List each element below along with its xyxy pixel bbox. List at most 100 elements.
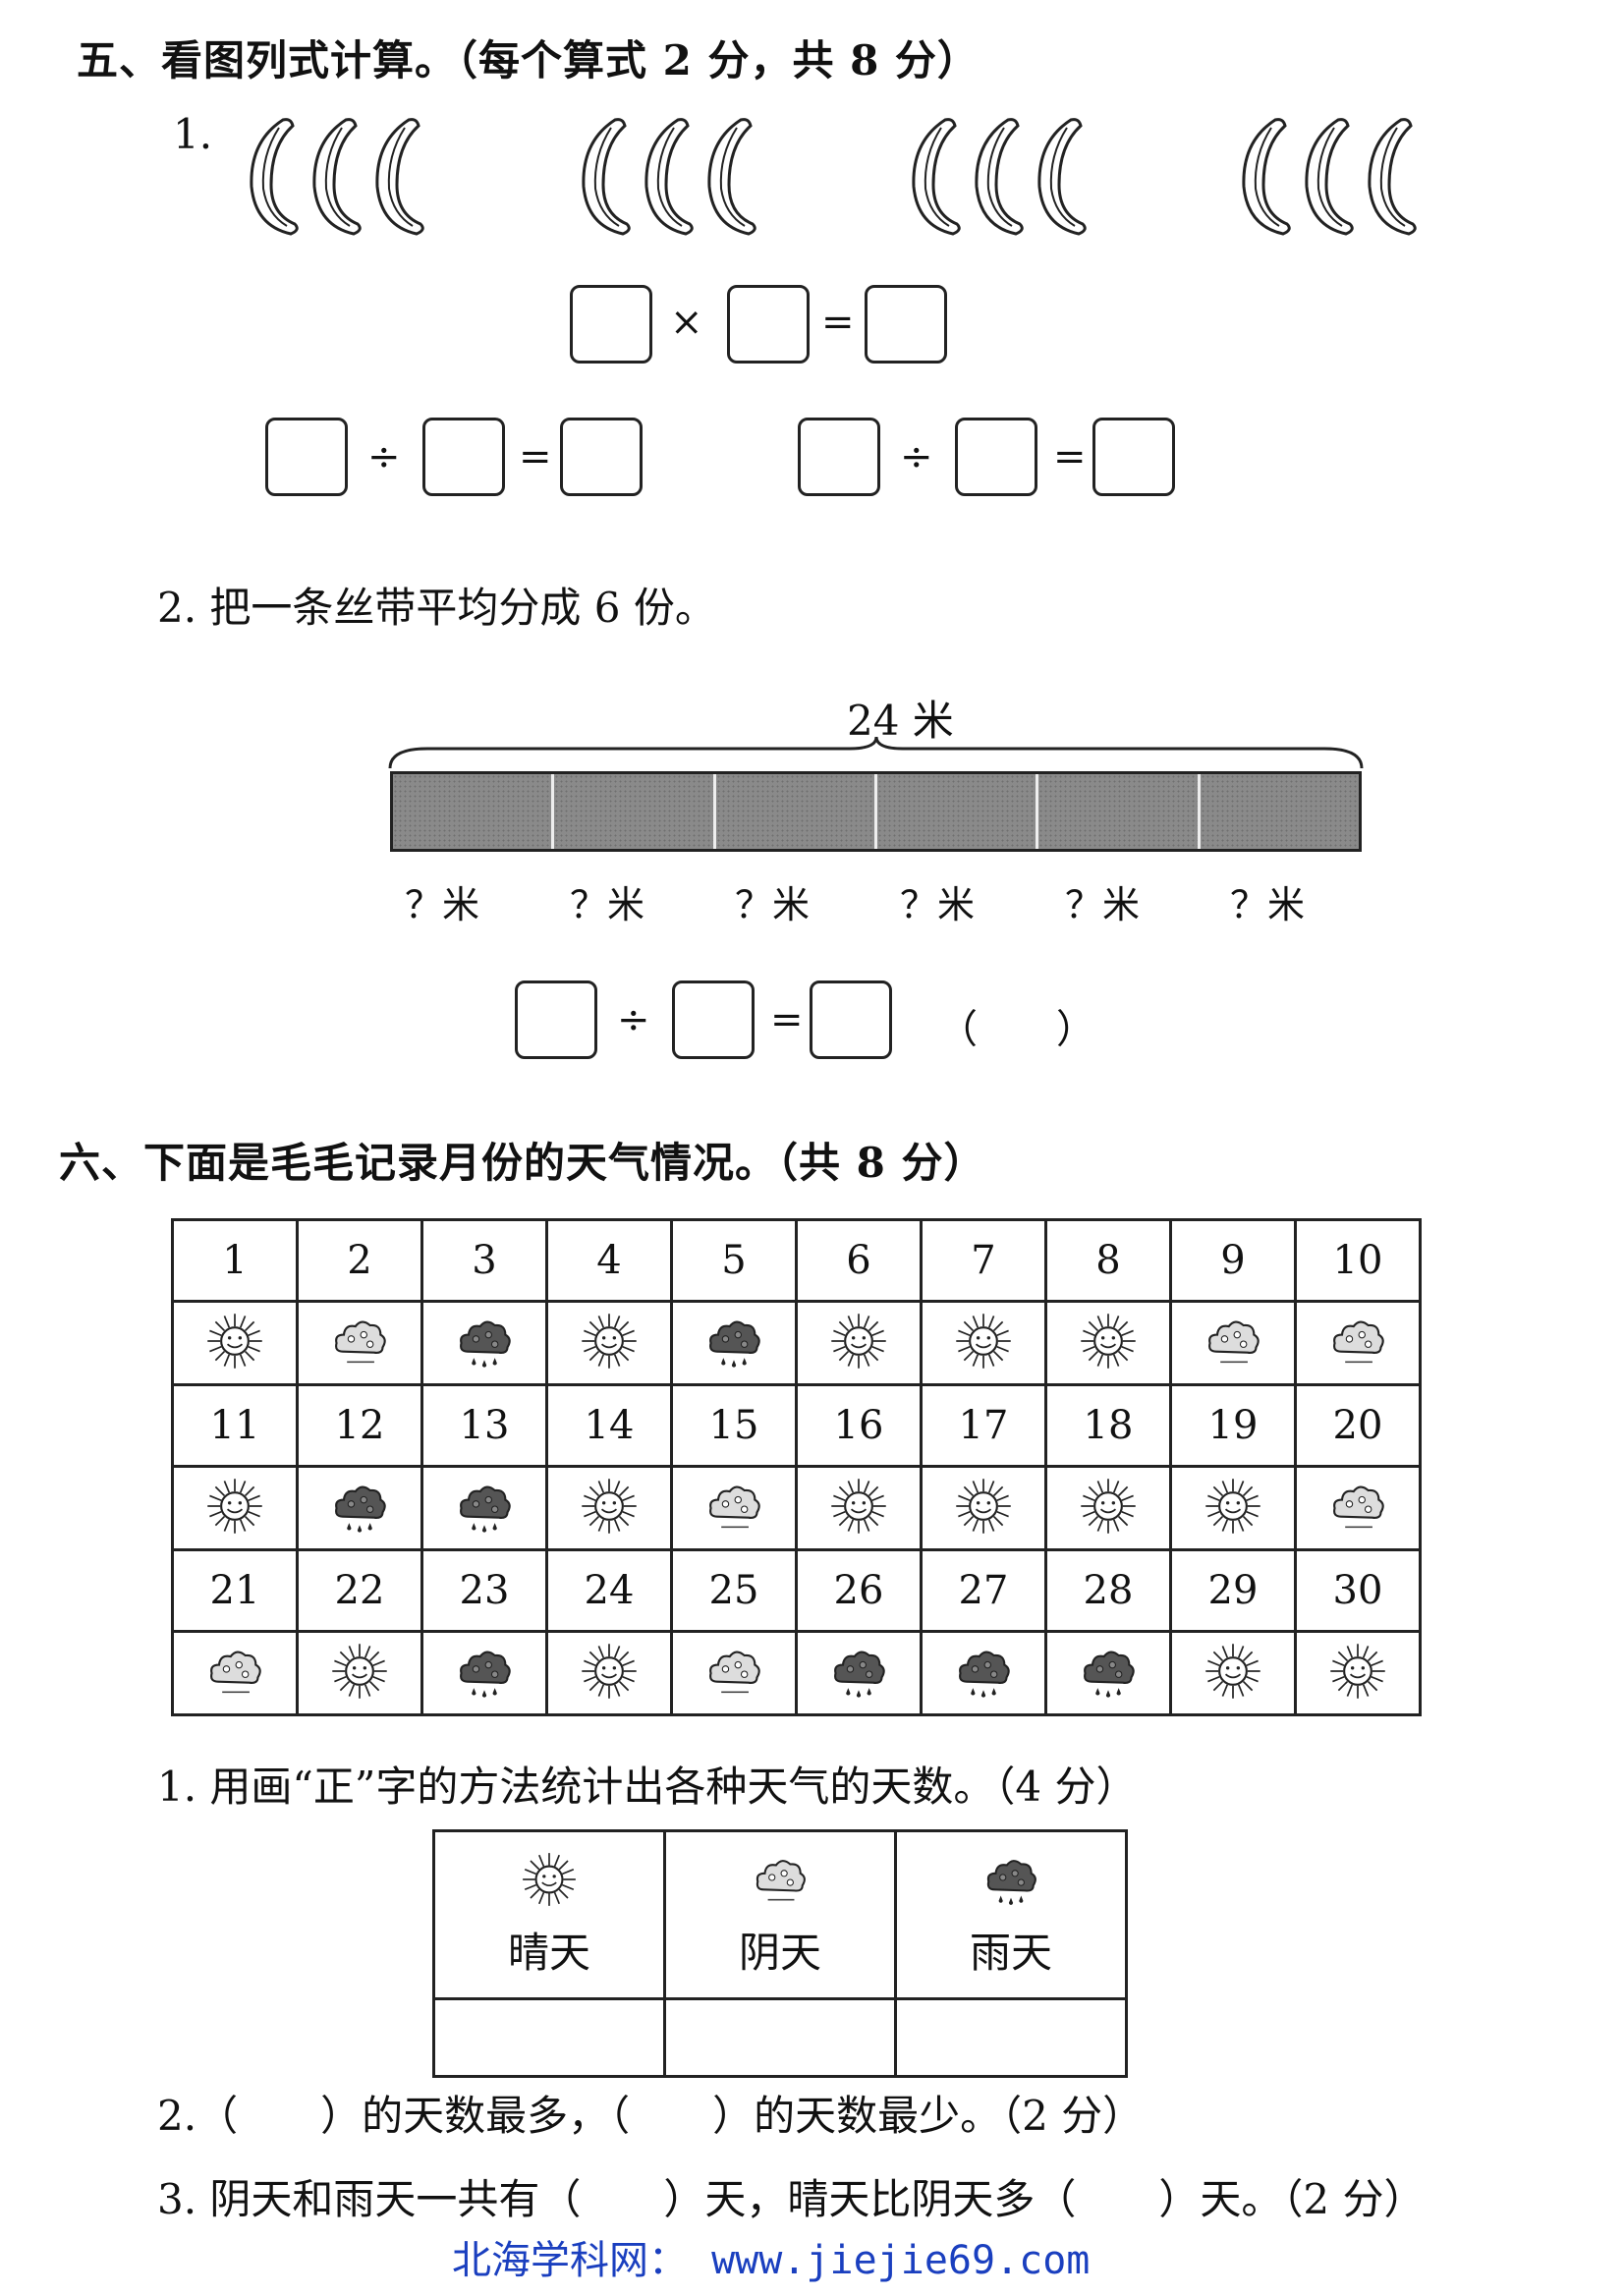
equals-sign: =	[1053, 434, 1087, 479]
answer-box[interactable]	[422, 418, 505, 496]
answer-box[interactable]	[515, 980, 597, 1059]
answer-box[interactable]	[560, 418, 643, 496]
day-weather-cell	[920, 1300, 1047, 1386]
day-number-cell: 21	[171, 1548, 299, 1633]
answer-box[interactable]	[570, 285, 652, 364]
sun-icon	[578, 1644, 641, 1707]
day-number-cell: 16	[795, 1383, 923, 1468]
section5-heading: 五、看图列式计算。（每个算式 2 分，共 8 分）	[77, 36, 980, 84]
banana-icon	[631, 116, 701, 240]
day-number-cell: 27	[920, 1548, 1047, 1633]
answer-box[interactable]	[955, 418, 1037, 496]
tally-header-cloudy: 阴天	[663, 1829, 897, 2000]
answer-box[interactable]	[865, 285, 947, 364]
equals-sign: =	[770, 997, 804, 1042]
tally-label: 晴天	[507, 1929, 590, 1977]
day-weather-cell	[1044, 1300, 1172, 1386]
rain-cloud-icon	[1077, 1651, 1140, 1707]
tally-label: 阴天	[738, 1929, 821, 1977]
day-weather-cell	[171, 1465, 299, 1551]
answer-box[interactable]	[810, 980, 892, 1059]
day-weather-cell	[296, 1300, 423, 1386]
tally-cell-sunny[interactable]	[432, 1997, 666, 2078]
sun-icon	[827, 1314, 890, 1376]
q3-text: 3. 阴天和雨天一共有（ ）天，晴天比阴天多（ ）天。（2 分）	[157, 2175, 1426, 2223]
tally-header-rainy: 雨天	[894, 1829, 1128, 2000]
banana-icon	[898, 116, 969, 240]
ribbon-bar	[390, 771, 1362, 852]
ribbon-segment	[393, 774, 555, 849]
day-number-cell: 5	[670, 1218, 798, 1303]
rain-cloud-icon	[827, 1651, 890, 1707]
day-weather-cell	[1294, 1300, 1422, 1386]
day-weather-cell	[920, 1465, 1047, 1551]
day-number-cell: 7	[920, 1218, 1047, 1303]
day-number-cell: 12	[296, 1383, 423, 1468]
banana-icon	[299, 116, 369, 240]
day-weather-cell	[670, 1630, 798, 1716]
day-number-cell: 13	[420, 1383, 548, 1468]
ribbon-segment	[876, 774, 1039, 849]
day-weather-cell	[795, 1300, 923, 1386]
day-number-cell: 19	[1169, 1383, 1297, 1468]
segment-label: ？米	[1230, 883, 1306, 926]
cloud-icon	[666, 1849, 894, 1920]
day-weather-cell	[296, 1465, 423, 1551]
day-number-cell: 24	[545, 1548, 673, 1633]
sun-icon	[952, 1314, 1015, 1376]
day-weather-cell	[1294, 1465, 1422, 1551]
ribbon-segment	[1038, 774, 1201, 849]
answer-box[interactable]	[672, 980, 755, 1059]
ribbon-segment	[1200, 774, 1359, 849]
tally-cell-cloudy[interactable]	[663, 1997, 897, 2078]
day-number-cell: 6	[795, 1218, 923, 1303]
day-weather-cell	[1294, 1630, 1422, 1716]
sun-icon	[203, 1314, 266, 1376]
day-number-cell: 25	[670, 1548, 798, 1633]
sun-icon	[952, 1479, 1015, 1541]
cloud-icon	[702, 1485, 765, 1541]
tally-cell-rainy[interactable]	[894, 1997, 1128, 2078]
banana-icon	[236, 116, 307, 240]
segment-label: ？米	[900, 883, 976, 926]
divide-sign: ÷	[900, 434, 933, 479]
unit-parentheses[interactable]: （ ）	[938, 1007, 1095, 1052]
cloud-icon	[203, 1651, 266, 1707]
day-weather-cell	[420, 1300, 548, 1386]
rain-cloud-icon	[453, 1651, 516, 1707]
day-number-cell: 14	[545, 1383, 673, 1468]
sun-icon	[1326, 1644, 1389, 1707]
rain-cloud-icon	[453, 1320, 516, 1376]
day-weather-cell	[171, 1630, 299, 1716]
tally-header-sunny: 晴天	[432, 1829, 666, 2000]
day-weather-cell	[920, 1630, 1047, 1716]
banana-icon	[362, 116, 432, 240]
day-weather-cell	[670, 1300, 798, 1386]
banana-icon	[568, 116, 639, 240]
answer-box[interactable]	[265, 418, 348, 496]
day-number-cell: 20	[1294, 1383, 1422, 1468]
day-weather-cell	[1044, 1465, 1172, 1551]
day-weather-cell	[545, 1630, 673, 1716]
segment-label: ？米	[570, 883, 645, 926]
day-number-cell: 23	[420, 1548, 548, 1633]
segment-label: ？米	[735, 883, 811, 926]
banana-icon	[694, 116, 764, 240]
day-number-cell: 1	[171, 1218, 299, 1303]
tally-table: 晴天 阴天 雨天	[432, 1829, 1128, 2078]
banana-icon	[1291, 116, 1362, 240]
answer-box[interactable]	[798, 418, 880, 496]
cloud-icon	[1326, 1320, 1389, 1376]
tally-label: 雨天	[969, 1929, 1052, 1977]
sun-icon	[827, 1479, 890, 1541]
answer-box[interactable]	[1092, 418, 1175, 496]
answer-box[interactable]	[727, 285, 810, 364]
day-weather-cell	[171, 1300, 299, 1386]
ribbon-segment	[715, 774, 877, 849]
sun-icon	[435, 1849, 663, 1920]
day-number-cell: 10	[1294, 1218, 1422, 1303]
day-number-cell: 30	[1294, 1548, 1422, 1633]
day-weather-cell	[1044, 1630, 1172, 1716]
q2-text: 2.（ ）的天数最多，（ ）的天数最少。（2 分）	[157, 2092, 1145, 2140]
